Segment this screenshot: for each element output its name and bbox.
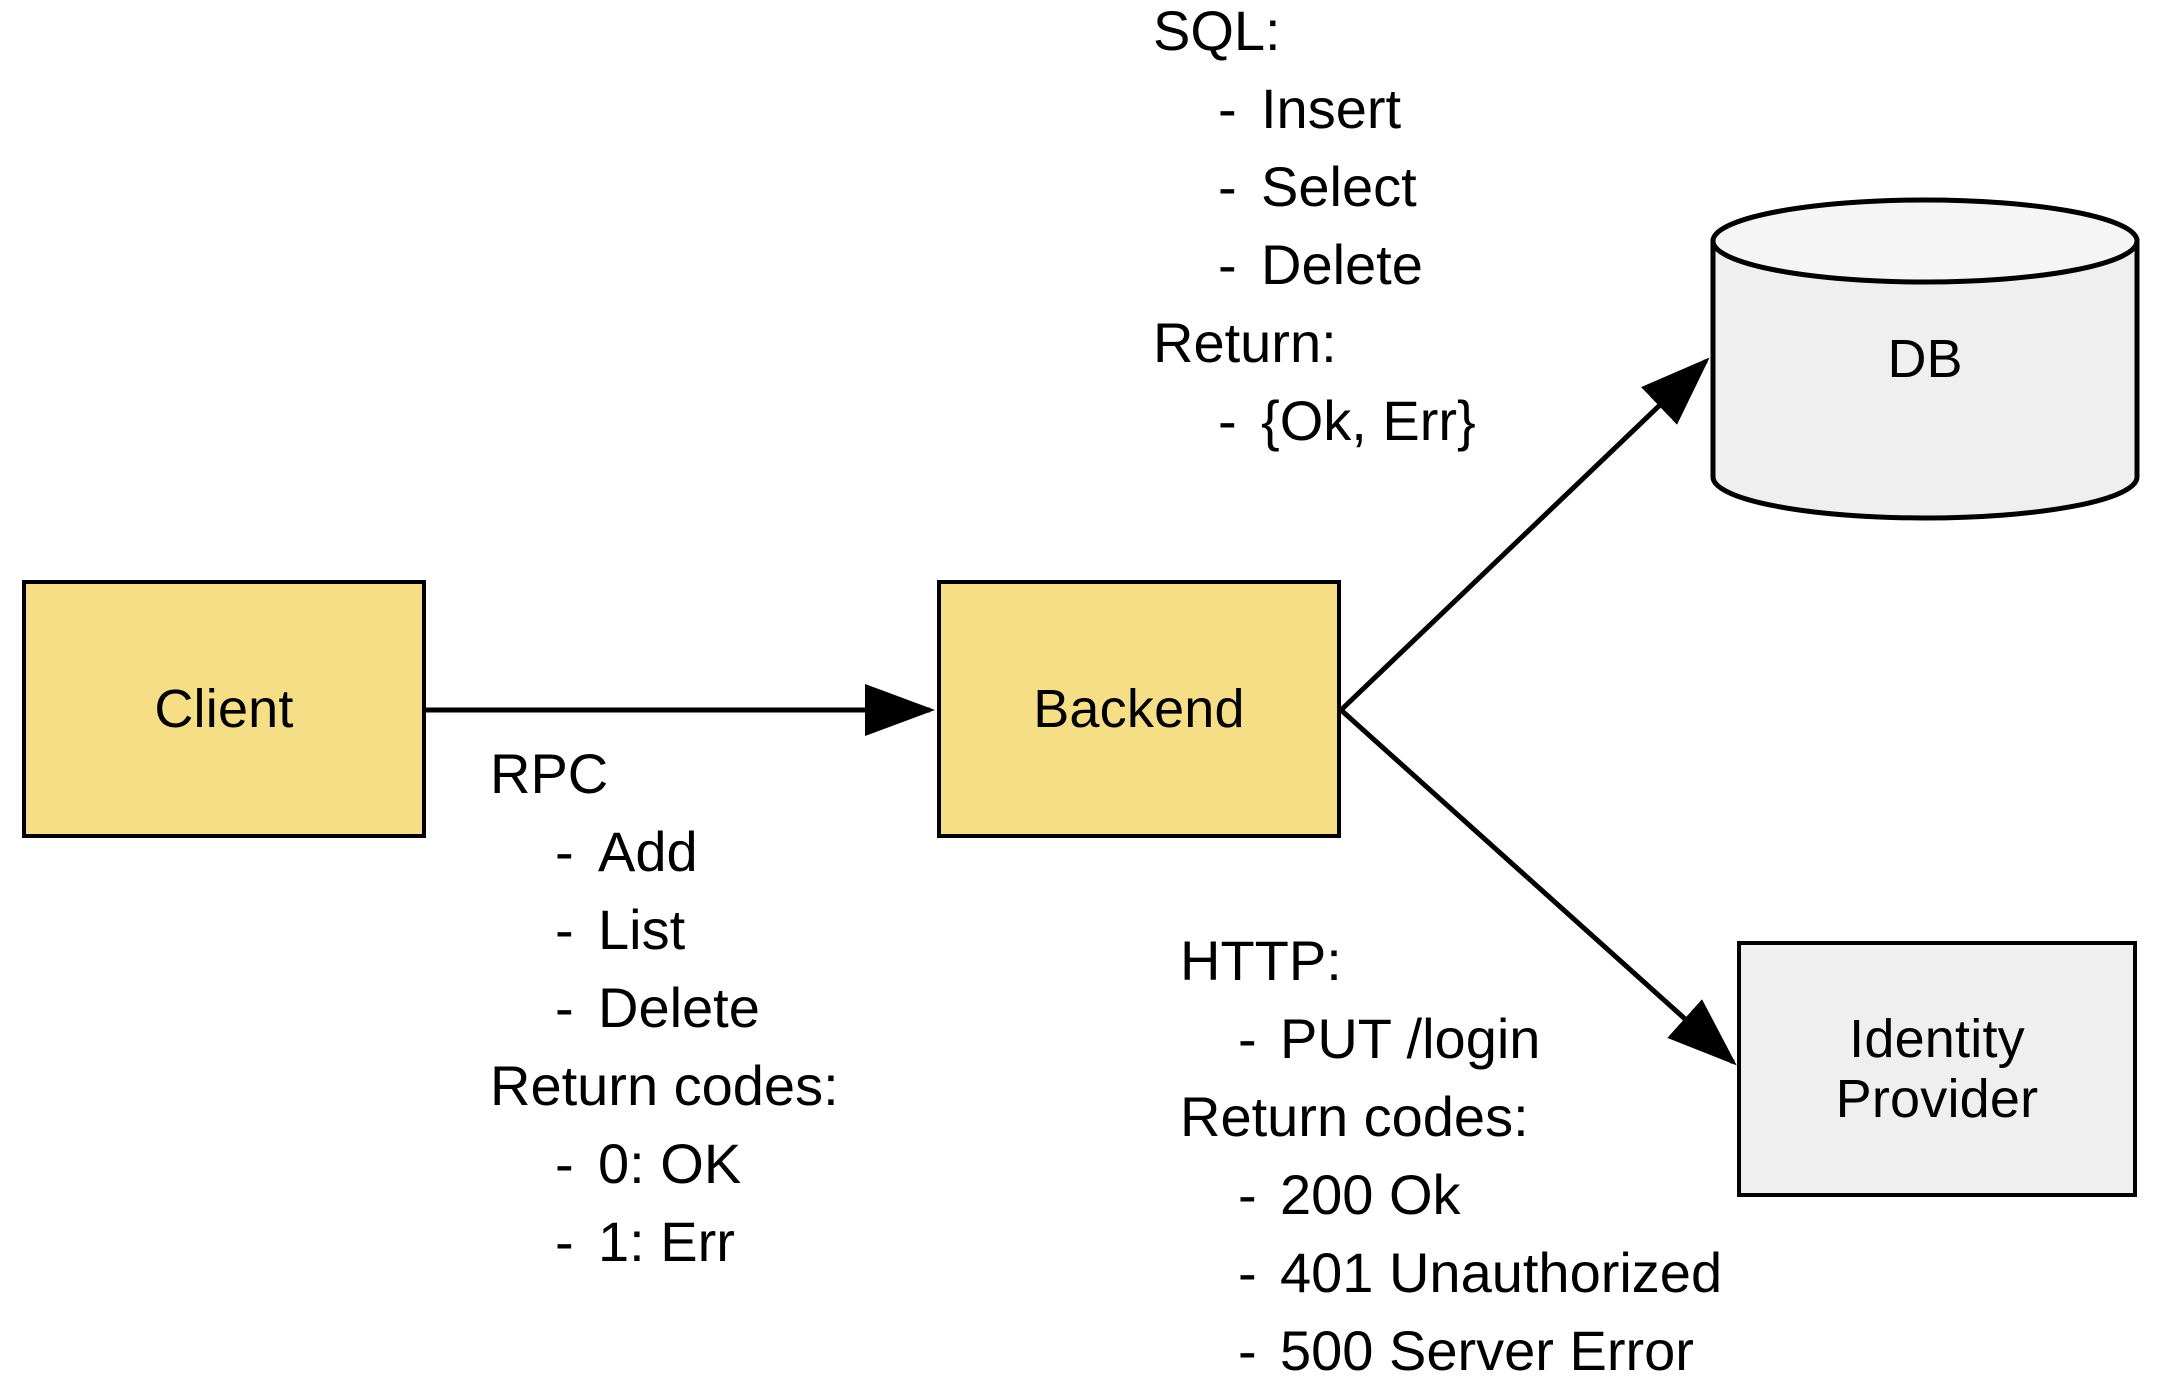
annotation-sql-subitem: -{Ok, Err}: [1153, 382, 1476, 460]
annotation-rpc: RPC -Add -List -Delete Return codes: -0:…: [490, 735, 839, 1281]
annotation-http-subitem: -500 Server Error: [1180, 1312, 1722, 1390]
annotation-http-subitem: -401 Unauthorized: [1180, 1234, 1722, 1312]
node-database[interactable]: DB: [1710, 197, 2140, 521]
annotation-http-item-text: PUT /login: [1280, 1007, 1541, 1070]
node-identity-provider-label-line2: Provider: [1835, 1069, 2039, 1129]
annotation-http-subitem-text: 401 Unauthorized: [1280, 1241, 1723, 1304]
annotation-sql-item-text: Insert: [1261, 77, 1402, 140]
bullet-dash-icon: -: [555, 820, 574, 883]
node-database-label: DB: [1887, 329, 1963, 389]
bullet-dash-icon: -: [1218, 389, 1237, 452]
bullet-dash-icon: -: [1218, 155, 1237, 218]
annotation-rpc-item-text: Add: [598, 820, 698, 883]
annotation-rpc-item-text: List: [598, 898, 686, 961]
annotation-sql-subheading: Return:: [1153, 311, 1337, 374]
bullet-dash-icon: -: [1218, 233, 1237, 296]
annotation-rpc-subitem: -0: OK: [490, 1125, 839, 1203]
annotation-sql: SQL: -Insert -Select -Delete Return: -{O…: [1153, 0, 1476, 460]
node-client-label: Client: [154, 678, 294, 739]
annotation-rpc-subheading: Return codes:: [490, 1054, 839, 1117]
annotation-sql-heading: SQL:: [1153, 0, 1281, 62]
node-backend[interactable]: Backend: [937, 580, 1341, 838]
annotation-sql-item: -Select: [1153, 148, 1476, 226]
annotation-rpc-item: -List: [490, 891, 839, 969]
annotation-http-heading: HTTP:: [1180, 929, 1342, 992]
node-identity-provider-label: Identity Provider: [1836, 1009, 2039, 1130]
node-client[interactable]: Client: [22, 580, 426, 838]
bullet-dash-icon: -: [1238, 1007, 1257, 1070]
annotation-sql-item-text: Delete: [1261, 233, 1423, 296]
bullet-dash-icon: -: [555, 1210, 574, 1273]
annotation-http-subitem: -200 Ok: [1180, 1156, 1722, 1234]
node-database-label-wrap: DB: [1710, 197, 2140, 521]
node-identity-provider-label-line1: Identity: [1849, 1008, 2025, 1069]
bullet-dash-icon: -: [555, 898, 574, 961]
annotation-rpc-item-text: Delete: [598, 976, 760, 1039]
annotation-rpc-subitem-text: 0: OK: [598, 1132, 742, 1195]
annotation-http-subitem-text: 200 Ok: [1280, 1163, 1461, 1226]
annotation-rpc-subitem: -1: Err: [490, 1203, 839, 1281]
bullet-dash-icon: -: [1218, 77, 1237, 140]
annotation-http-subheading: Return codes:: [1180, 1085, 1529, 1148]
annotation-http: HTTP: -PUT /login Return codes: -200 Ok …: [1180, 922, 1722, 1390]
bullet-dash-icon: -: [1238, 1241, 1257, 1304]
bullet-dash-icon: -: [555, 976, 574, 1039]
annotation-rpc-subitem-text: 1: Err: [598, 1210, 735, 1273]
annotation-rpc-item: -Delete: [490, 969, 839, 1047]
bullet-dash-icon: -: [1238, 1163, 1257, 1226]
node-backend-label: Backend: [1033, 678, 1245, 739]
annotation-http-item: -PUT /login: [1180, 1000, 1722, 1078]
annotation-sql-item: -Delete: [1153, 226, 1476, 304]
bullet-dash-icon: -: [555, 1132, 574, 1195]
annotation-sql-item: -Insert: [1153, 70, 1476, 148]
annotation-http-subitem-text: 500 Server Error: [1280, 1319, 1694, 1382]
node-identity-provider[interactable]: Identity Provider: [1737, 941, 2137, 1197]
database-cylinder-icon: [1710, 197, 2140, 521]
bullet-dash-icon: -: [1238, 1319, 1257, 1382]
annotation-rpc-heading: RPC: [490, 742, 609, 805]
annotation-sql-subitem-text: {Ok, Err}: [1261, 389, 1476, 452]
annotation-rpc-item: -Add: [490, 813, 839, 891]
annotation-sql-item-text: Select: [1261, 155, 1417, 218]
